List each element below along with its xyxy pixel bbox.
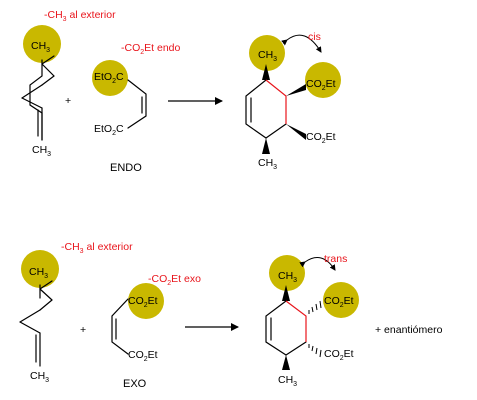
endo-dienophile: EtO2C EtO2C — [92, 60, 147, 137]
endo-diene-ch3-bottom: CH3 — [32, 144, 51, 158]
endo-plus: + — [65, 95, 71, 107]
endo-caption: ENDO — [110, 162, 142, 174]
exo-diene-ch3-bottom: CH3 — [30, 370, 49, 384]
exo-dienophile: CO2Et CO2Et — [111, 283, 164, 363]
exo-ch3-note: -CH3 al exterior — [61, 241, 133, 255]
endo-ch3-note: -CH3 al exterior — [44, 9, 116, 23]
endo-dienophile-ester-top: EtO2C — [94, 71, 124, 85]
endo-product-ester-top: CO2Et — [306, 78, 336, 92]
exo-dienophile-ester-top: CO2Et — [128, 295, 158, 309]
exo-stereo-label: trans — [324, 253, 347, 265]
endo-product-ch3-bottom: CH3 — [258, 157, 277, 171]
exo-hash-bottom — [308, 344, 322, 358]
exo-product: CH3 CO2Et CO2Et CH3 trans — [265, 253, 359, 388]
exo-plus: + — [80, 324, 86, 336]
endo-product-co2et-highlight — [305, 62, 341, 98]
exo-product-ester-bottom: CO2Et — [324, 348, 354, 362]
endo-cis-arrow — [281, 34, 322, 53]
exo-product-ch3-top: CH3 — [278, 270, 297, 284]
exo-ch3-highlight — [21, 250, 59, 288]
exo-dienophile-ester-bottom: CO2Et — [128, 349, 158, 363]
endo-diene: CH3 CH3 — [21, 25, 61, 158]
endo-co2et-highlight — [92, 60, 128, 96]
exo-diene: CH3 CH3 — [19, 250, 59, 384]
exo-caption: EXO — [123, 378, 147, 390]
exo-trans-arrow — [299, 257, 336, 271]
exo-co2et-highlight — [128, 283, 164, 319]
exo-diene-ch3-top: CH3 — [29, 266, 48, 280]
exo-product-co2et-highlight — [323, 282, 359, 318]
endo-co2et-note: -CO2Et endo — [121, 42, 181, 56]
exo-co2et-note: -CO2Et exo — [148, 273, 201, 287]
endo-ch3-highlight — [23, 25, 61, 63]
endo-row: -CH3 al exterior CH3 CH3 + -CO2Et endo E… — [21, 9, 341, 174]
exo-product-ch3-bottom: CH3 — [278, 374, 297, 388]
exo-hash-top — [308, 300, 322, 314]
endo-diene-ch3-top: CH3 — [31, 40, 50, 54]
endo-product-ch3-highlight — [249, 35, 285, 71]
endo-product-ch3-top: CH3 — [258, 49, 277, 63]
exo-row: -CH3 al exterior CH3 CH3 + -CO2Et exo CO… — [19, 241, 443, 390]
exo-enantiomer-note: + enantiómero — [375, 324, 443, 336]
endo-product: CH3 CO2Et CO2Et CH3 cis — [245, 31, 341, 171]
exo-product-ch3-highlight — [269, 255, 305, 291]
endo-dienophile-ester-bottom: EtO2C — [94, 123, 124, 137]
endo-stereo-label: cis — [308, 31, 321, 43]
exo-product-ester-top: CO2Et — [324, 295, 354, 309]
endo-product-ester-bottom: CO2Et — [306, 131, 336, 145]
